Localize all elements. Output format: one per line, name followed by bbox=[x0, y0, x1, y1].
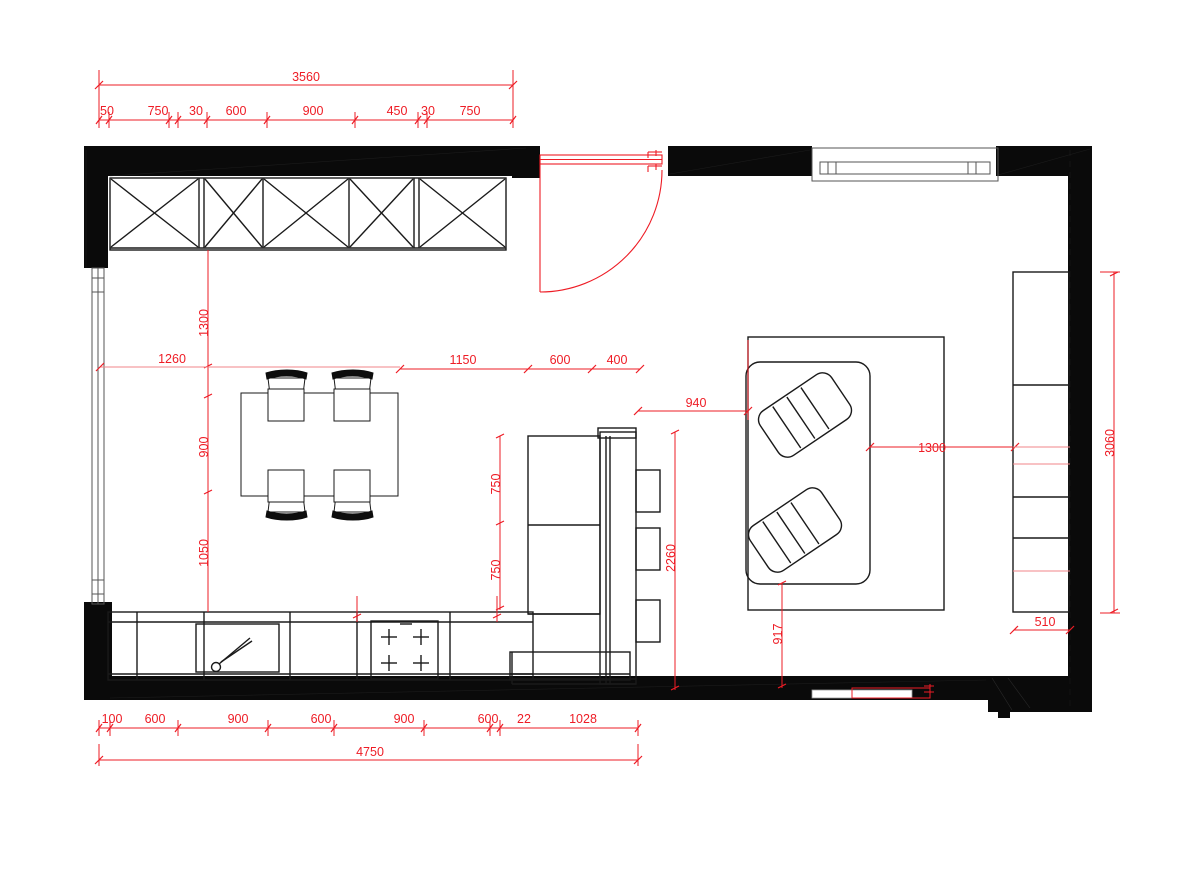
dim-label: 940 bbox=[686, 396, 707, 410]
dim-label: 2260 bbox=[664, 544, 678, 572]
dim-island-overall: 2260 bbox=[664, 429, 680, 691]
dim-label: 510 bbox=[1035, 615, 1056, 629]
dim-label: 3560 bbox=[292, 70, 320, 84]
wall-cabinets bbox=[109, 177, 507, 251]
left-window bbox=[91, 267, 105, 605]
dim-label: 1300 bbox=[918, 441, 946, 455]
dining-set bbox=[240, 369, 399, 521]
dining-table bbox=[240, 392, 399, 497]
dining-chair bbox=[265, 369, 308, 422]
wall-top-left-jamb bbox=[512, 146, 540, 178]
dim-label: 917 bbox=[771, 624, 785, 645]
dim-sofa-bottom-gap: 917 bbox=[771, 580, 787, 689]
entry-door[interactable] bbox=[539, 150, 663, 293]
dim-right-depth: 510 bbox=[1009, 615, 1075, 635]
dim-left-chain: 1300 900 1050 bbox=[197, 250, 213, 612]
dim-label: 750 bbox=[489, 560, 503, 581]
dim-sofa-right-gap: 1300 bbox=[865, 441, 1020, 455]
dim-bottom-chain: 100 600 900 600 900 600 22 1028 bbox=[95, 712, 642, 736]
dim-label: 450 bbox=[387, 104, 408, 118]
dim-label: 750 bbox=[460, 104, 481, 118]
dim-label: 30 bbox=[421, 104, 435, 118]
bottom-right-wall-detail bbox=[988, 676, 1068, 718]
dim-label: 22 bbox=[517, 712, 531, 726]
wall-hatch-lines bbox=[85, 147, 1091, 710]
dim-bottom-overall: 4750 bbox=[94, 744, 643, 766]
cooktop bbox=[370, 620, 439, 680]
dim-label: 400 bbox=[607, 353, 628, 367]
dim-label: 50 bbox=[100, 104, 114, 118]
dim-label: 3060 bbox=[1103, 429, 1117, 457]
dim-label: 4750 bbox=[356, 745, 384, 759]
kitchen-island bbox=[511, 427, 661, 685]
dim-label: 100 bbox=[102, 712, 123, 726]
kitchen-counter bbox=[107, 611, 631, 681]
wall-left-bottom-corner bbox=[84, 602, 112, 688]
shelving-leader-lines bbox=[1013, 446, 1070, 572]
dim-label: 750 bbox=[148, 104, 169, 118]
sofa-cushion bbox=[757, 372, 853, 458]
walls-group bbox=[84, 146, 1092, 712]
dim-label: 1300 bbox=[197, 309, 211, 337]
dim-label: 1050 bbox=[197, 539, 211, 567]
wall-right bbox=[1068, 146, 1092, 712]
dim-label: 750 bbox=[489, 474, 503, 495]
wall-top-door-jamb bbox=[668, 146, 812, 176]
dim-label: 900 bbox=[394, 712, 415, 726]
dim-middle-chain: 1150 600 400 bbox=[395, 353, 645, 374]
wall-top-left bbox=[84, 146, 528, 268]
dim-label: 600 bbox=[226, 104, 247, 118]
dining-chair bbox=[265, 469, 308, 521]
door-hinge-icon bbox=[647, 150, 662, 172]
top-window bbox=[811, 147, 999, 182]
dim-label: 900 bbox=[228, 712, 249, 726]
dim-label: 600 bbox=[145, 712, 166, 726]
dim-left-offset: 1260 bbox=[95, 352, 400, 372]
dim-island-chain: 750 750 bbox=[489, 433, 505, 611]
dining-chair bbox=[331, 369, 374, 422]
dim-label: 900 bbox=[197, 437, 211, 458]
sofa-base bbox=[745, 361, 871, 585]
shelving-unit bbox=[1012, 271, 1070, 613]
sofa-area bbox=[745, 336, 945, 611]
sink bbox=[195, 623, 280, 673]
dim-label: 600 bbox=[311, 712, 332, 726]
sofa-cushion bbox=[747, 487, 843, 573]
dim-top-chain: 50 750 30 600 900 450 30 750 bbox=[95, 104, 517, 128]
dim-top-overall: 3560 bbox=[94, 70, 518, 120]
cabinet-x-marks bbox=[110, 178, 506, 248]
dining-chair bbox=[331, 469, 374, 521]
dim-label: 600 bbox=[550, 353, 571, 367]
dim-label: 900 bbox=[303, 104, 324, 118]
dim-label: 1150 bbox=[450, 353, 477, 367]
dim-label: 1260 bbox=[158, 352, 186, 366]
rug bbox=[747, 336, 945, 611]
dim-label: 600 bbox=[478, 712, 499, 726]
dim-label: 1028 bbox=[569, 712, 597, 726]
dim-sofa-left-gap: 940 bbox=[633, 340, 753, 420]
dim-extension-lines bbox=[352, 596, 502, 622]
bottom-slider bbox=[811, 684, 934, 699]
dim-label: 30 bbox=[189, 104, 203, 118]
dim-right-overall: 3060 bbox=[1100, 271, 1120, 614]
